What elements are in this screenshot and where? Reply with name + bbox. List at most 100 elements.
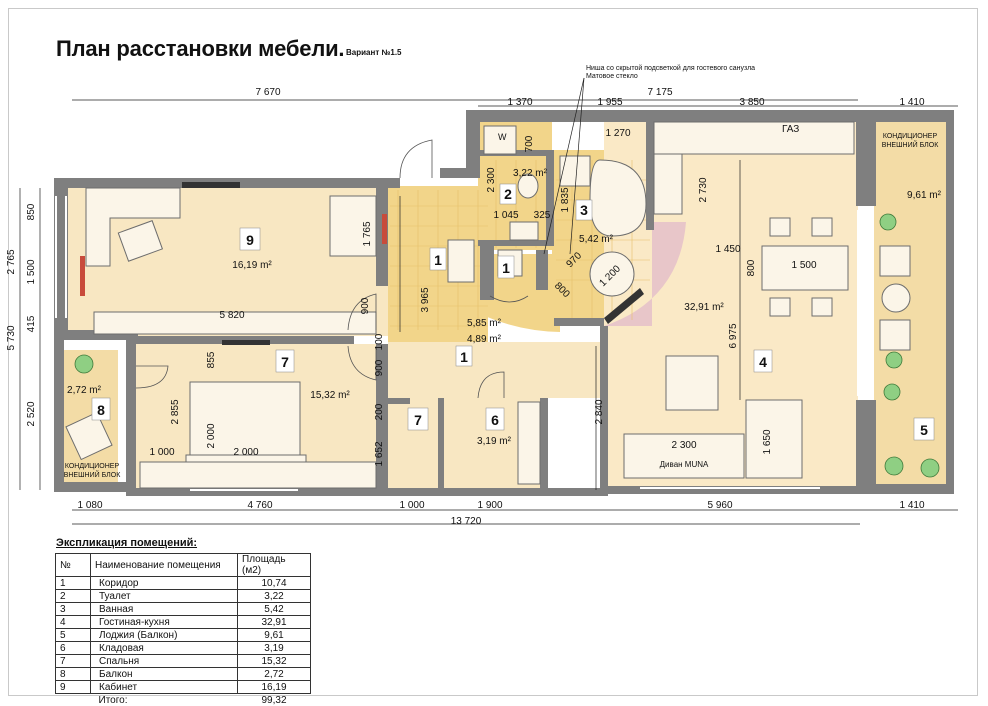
area-5: 9,61 m² — [907, 190, 942, 201]
room-number-9: 9 — [246, 232, 254, 248]
dim-int: 100 — [374, 333, 385, 350]
dim-int: 6 975 — [728, 323, 739, 348]
dim-int: 1 652 — [374, 441, 385, 466]
room-number-4: 4 — [759, 354, 767, 370]
area-8: 2,72 m² — [67, 385, 102, 396]
table-header-row: № Наименование помещения Площадь (м2) — [56, 554, 311, 577]
explication-title: Экспликация помещений: — [56, 537, 197, 549]
ac-top-1: КОНДИЦИОНЕР — [883, 133, 938, 140]
header-number: № — [56, 554, 91, 577]
row-area: 15,32 — [238, 655, 311, 668]
annotation-line2: Матовое стекло — [586, 73, 638, 80]
dim-left-1: 850 — [26, 203, 37, 220]
dim-bot-4: 1 900 — [477, 500, 502, 511]
table-total-row: Итого:99,32 — [56, 694, 311, 706]
header-name: Наименование помещения — [91, 554, 238, 577]
dim-int: 1 500 — [791, 260, 816, 271]
dim-top-left: 7 670 — [255, 87, 280, 98]
room-number-1b: 1 — [502, 260, 510, 276]
row-number: 6 — [56, 642, 91, 655]
dim-int: 855 — [206, 351, 217, 368]
row-number: 3 — [56, 603, 91, 616]
dim-int: 1 270 — [605, 128, 630, 139]
dim-int: 1 835 — [560, 187, 571, 212]
area-4: 32,91 m² — [684, 302, 724, 313]
room-number-1c: 1 — [460, 349, 468, 365]
dim-bot-overall: 13 720 — [451, 516, 482, 527]
area-3: 5,42 m² — [579, 234, 614, 245]
dim-int: 800 — [746, 259, 757, 276]
dim-int: 2 000 — [206, 423, 217, 448]
row-area: 3,19 — [238, 642, 311, 655]
dim-top-2: 1 955 — [597, 97, 622, 108]
dim-bot-3: 1 000 — [399, 500, 424, 511]
wc-label: W — [498, 132, 507, 142]
room-number-7: 7 — [281, 354, 289, 370]
room-number-8: 8 — [97, 402, 105, 418]
dim-int: 2 300 — [486, 167, 497, 192]
dim-int: 2 730 — [698, 177, 709, 202]
row-number: 5 — [56, 629, 91, 642]
room-number-5: 5 — [920, 422, 928, 438]
row-number: 4 — [56, 616, 91, 629]
dim-bot-1: 1 080 — [77, 500, 102, 511]
dim-int: 1 765 — [362, 221, 373, 246]
row-name: Лоджия (Балкон) — [91, 629, 238, 642]
row-area: 5,42 — [238, 603, 311, 616]
dim-left-3: 415 — [26, 315, 37, 332]
sofa-label: Диван MUNA — [660, 460, 709, 469]
dim-int: 5 820 — [219, 310, 244, 321]
dim-int: 325 — [534, 210, 551, 221]
annotation-line1: Ниша со скрытой подсветкой для гостевого… — [586, 64, 755, 72]
row-name: Спальня — [91, 655, 238, 668]
dim-left-2: 1 500 — [26, 259, 37, 284]
room-number-2: 2 — [504, 186, 512, 202]
dim-int: 2 855 — [170, 399, 181, 424]
gas-label: ГАЗ — [782, 124, 799, 135]
row-number: 8 — [56, 668, 91, 681]
dim-int: 3 965 — [420, 287, 431, 312]
dim-bot-6: 1 410 — [899, 500, 924, 511]
row-name: Гостиная-кухня — [91, 616, 238, 629]
header-area: Площадь (м2) — [238, 554, 311, 577]
dim-int: 900 — [360, 297, 371, 314]
row-number: 7 — [56, 655, 91, 668]
dim-left-outer: 5 730 — [6, 325, 17, 350]
row-number: 9 — [56, 681, 91, 694]
dim-int: 900 — [374, 359, 385, 376]
row-area: 10,74 — [238, 577, 311, 590]
area-9: 16,19 m² — [232, 260, 272, 271]
room-number-7b: 7 — [414, 412, 422, 428]
dim-int: 2 840 — [594, 399, 605, 424]
dim-bot-5: 5 960 — [707, 500, 732, 511]
dim-int: 200 — [374, 403, 385, 420]
area-1b: 4,89 m² — [467, 334, 502, 345]
dim-int: 1 650 — [762, 429, 773, 454]
dim-left-mid: 2 765 — [6, 249, 17, 274]
row-name: Туалет — [91, 590, 238, 603]
dim-int: 2 300 — [671, 440, 696, 451]
ac-bottom-2: ВНЕШНИЙ БЛОК — [64, 470, 122, 479]
ac-bottom-1: КОНДИЦИОНЕР — [65, 463, 120, 470]
row-area: 32,91 — [238, 616, 311, 629]
row-number: 1 — [56, 577, 91, 590]
room-number-6: 6 — [491, 412, 499, 428]
dim-int: 1 000 — [149, 447, 174, 458]
room-number-3: 3 — [580, 202, 588, 218]
dim-top-4: 1 410 — [899, 97, 924, 108]
dim-int: 2 000 — [233, 447, 258, 458]
dim-int: 1 045 — [493, 210, 518, 221]
row-area: 9,61 — [238, 629, 311, 642]
area-1a: 5,85 m² — [467, 318, 502, 329]
row-area: 2,72 — [238, 668, 311, 681]
row-name: Ванная — [91, 603, 238, 616]
area-7: 15,32 m² — [310, 390, 350, 401]
room-number-1a: 1 — [434, 252, 442, 268]
